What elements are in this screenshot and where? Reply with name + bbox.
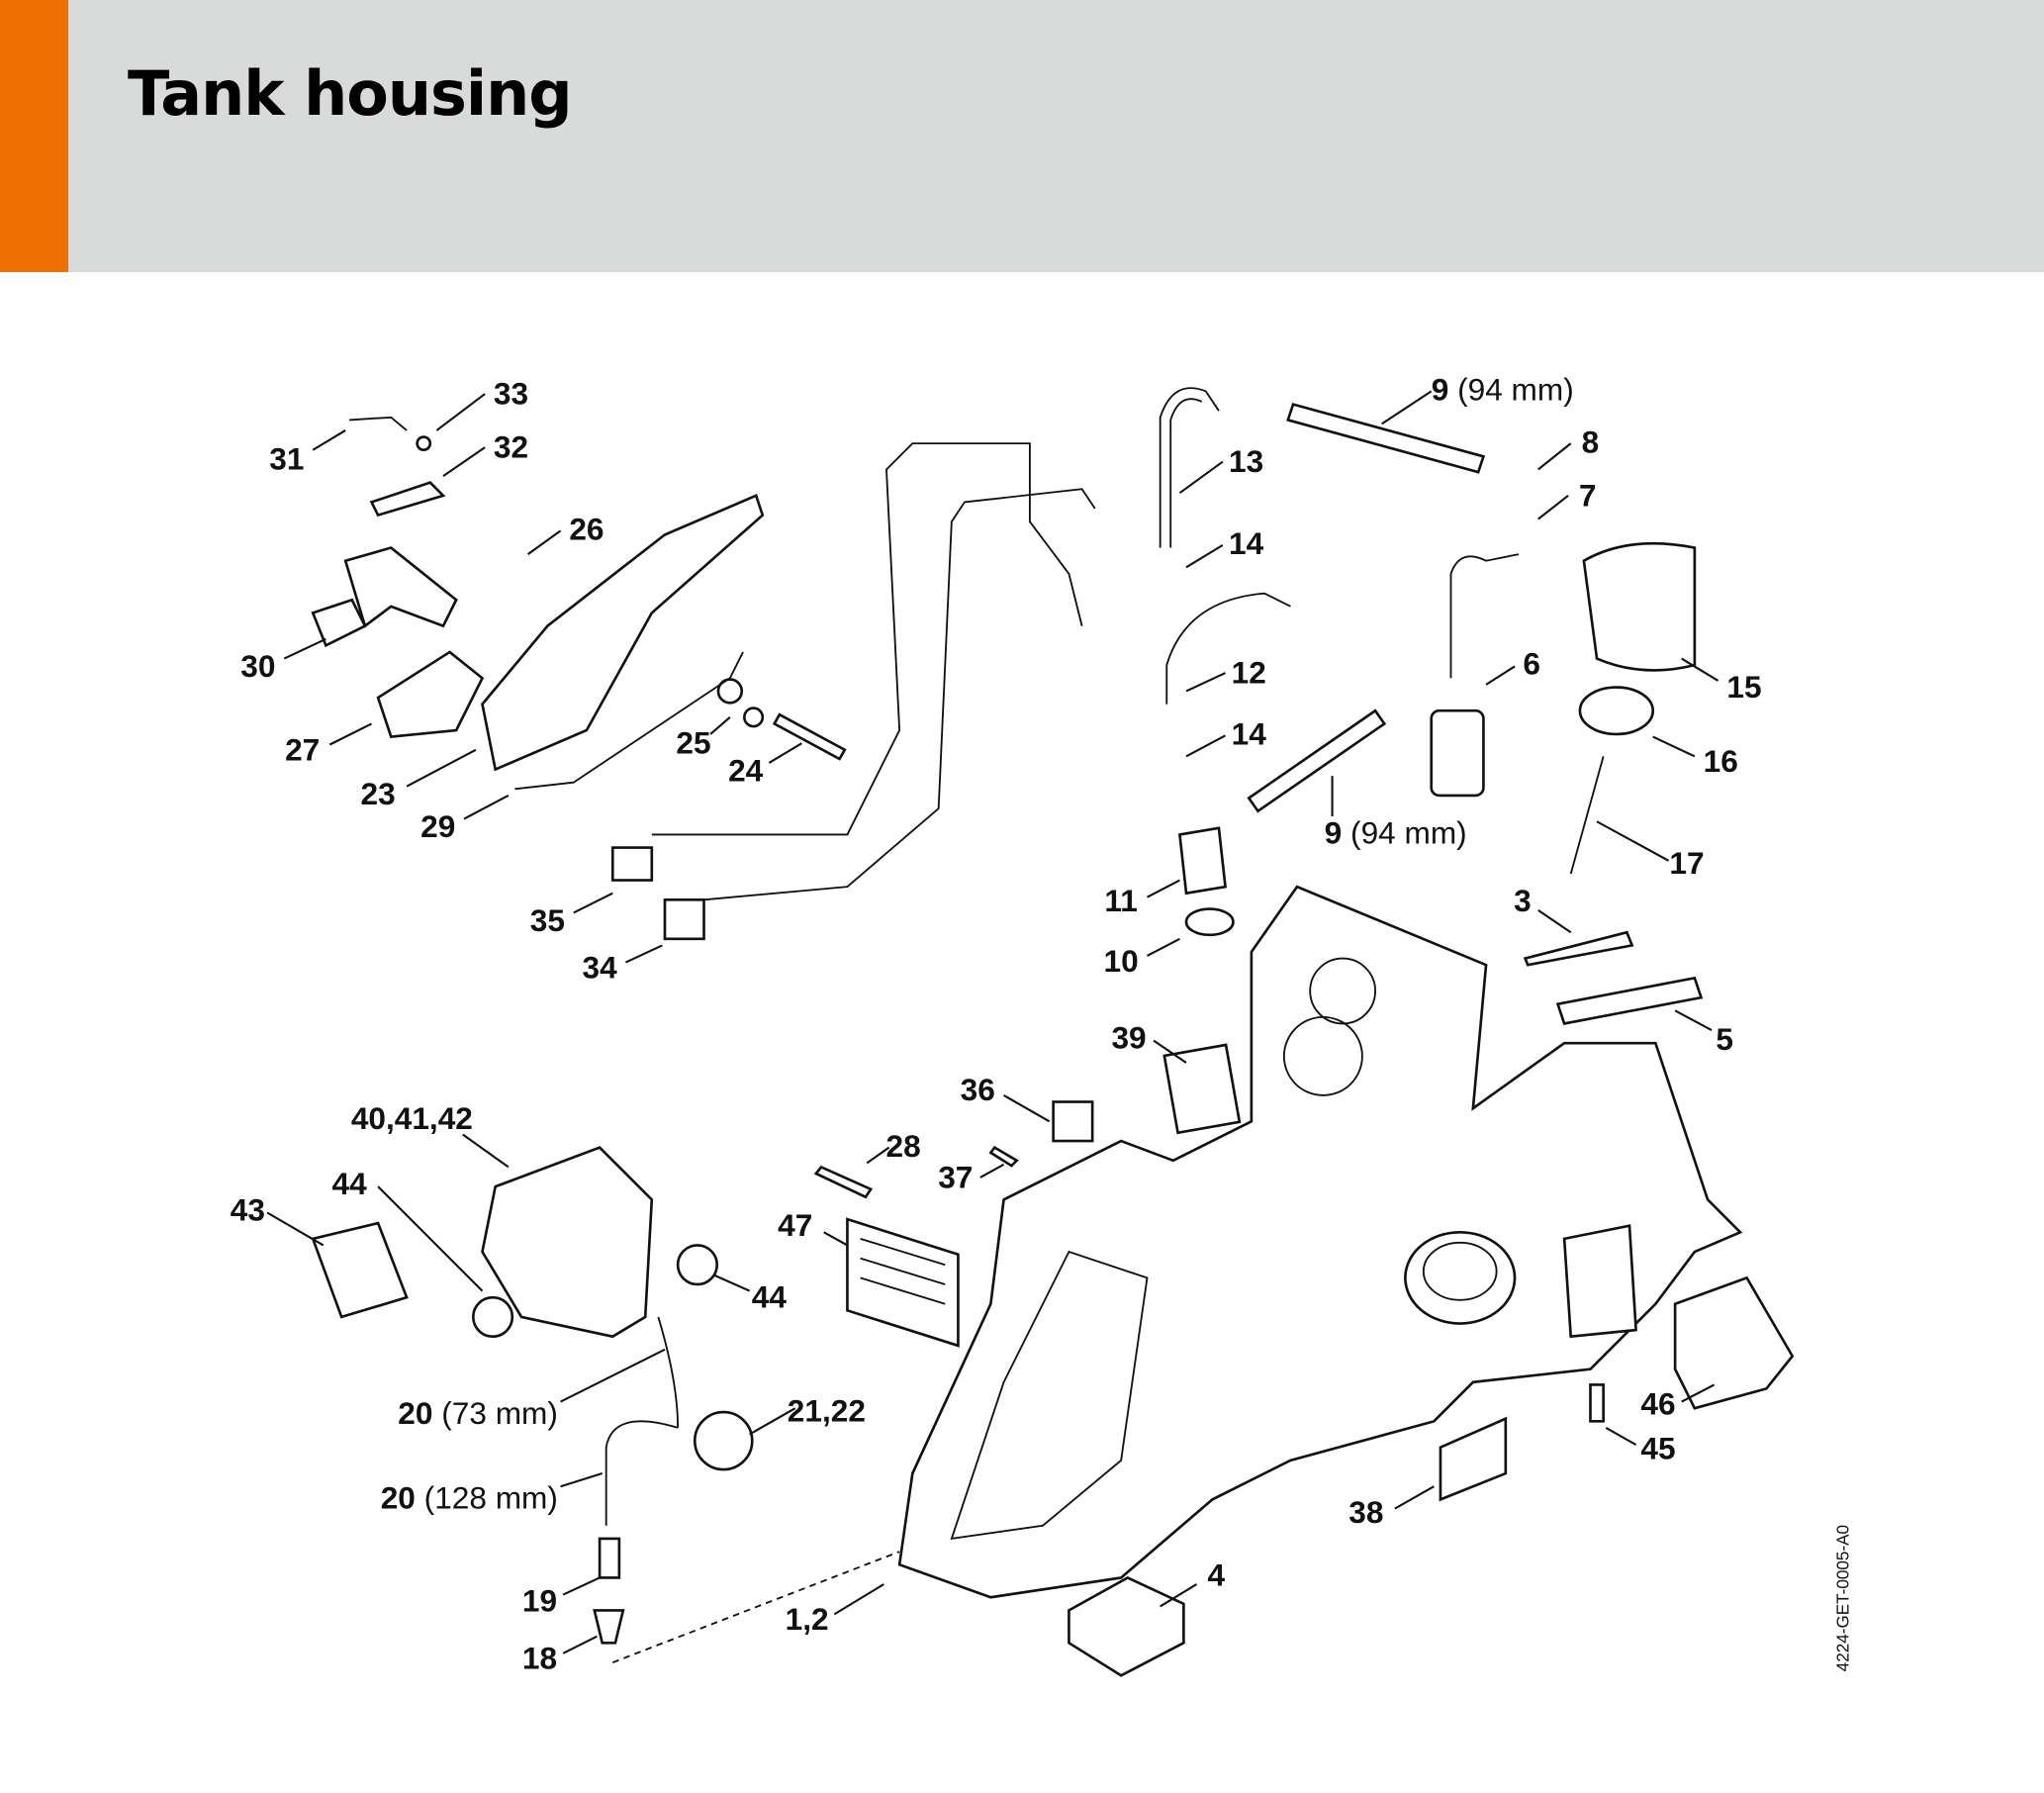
callout-40-41-42: 40,41,42	[351, 1100, 473, 1136]
callout-1-2: 1,2	[786, 1601, 829, 1637]
callout-6: 6	[1523, 645, 1540, 681]
callout-7: 7	[1579, 477, 1597, 513]
callout-33: 33	[494, 376, 528, 412]
callout-15: 15	[1726, 669, 1761, 705]
handle-part-23	[481, 494, 765, 772]
leader-lines	[266, 390, 1719, 1654]
callout-19: 19	[522, 1583, 557, 1619]
callout-43: 43	[231, 1191, 265, 1227]
callout-20-128mm: 20 (128 mm)	[381, 1480, 558, 1516]
callout-25: 25	[676, 725, 710, 761]
callout-17: 17	[1669, 845, 1704, 881]
callout-3: 3	[1514, 883, 1532, 918]
callout-29: 29	[420, 808, 455, 844]
callout-16: 16	[1704, 743, 1738, 779]
callout-44: 44	[332, 1166, 368, 1201]
callout-9-top: 9 (94 mm)	[1432, 372, 1574, 408]
parts-drawing	[311, 387, 1795, 1677]
callout-11: 11	[1104, 883, 1137, 918]
callout-45: 45	[1640, 1431, 1675, 1466]
drawing-code: 4224-GET-0005-A0	[1833, 1525, 1852, 1671]
callout-14: 14	[1229, 525, 1264, 561]
callout-9-bottom: 9 (94 mm)	[1325, 815, 1467, 851]
callout-23: 23	[361, 776, 396, 811]
callout-20-73mm: 20 (73 mm)	[398, 1395, 558, 1431]
callout-34: 34	[583, 949, 618, 985]
callout-31: 31	[269, 440, 304, 476]
callout-47: 47	[778, 1207, 812, 1243]
callout-24: 24	[728, 752, 764, 788]
page-title: Tank housing	[128, 57, 573, 130]
carburetor	[481, 1146, 654, 1339]
callout-21-22: 21,22	[788, 1392, 866, 1428]
tank-housing	[897, 885, 1743, 1599]
callout-44b: 44	[752, 1279, 788, 1315]
callout-27: 27	[285, 731, 320, 767]
callout-labels: 33 31 32 26 30 27 23 29 25 24 13 14 12 1…	[231, 372, 1762, 1676]
callout-5: 5	[1716, 1021, 1733, 1057]
callout-46: 46	[1640, 1386, 1675, 1422]
callout-10: 10	[1104, 943, 1139, 979]
callout-28: 28	[886, 1128, 921, 1164]
callout-35: 35	[530, 902, 565, 938]
callout-39: 39	[1111, 1020, 1146, 1056]
callout-26: 26	[569, 512, 604, 547]
header-bar: Tank housing	[0, 0, 2044, 272]
callout-36: 36	[961, 1072, 995, 1107]
callout-32: 32	[494, 429, 528, 465]
callout-38: 38	[1348, 1494, 1383, 1530]
callout-4: 4	[1208, 1557, 1226, 1592]
callout-37: 37	[938, 1159, 973, 1194]
accent-stripe	[0, 0, 68, 272]
callout-8: 8	[1582, 424, 1600, 459]
callout-13: 13	[1229, 443, 1263, 479]
callout-12: 12	[1232, 655, 1266, 691]
callout-14b: 14	[1232, 715, 1267, 751]
callout-18: 18	[522, 1641, 557, 1676]
callout-30: 30	[240, 648, 275, 684]
